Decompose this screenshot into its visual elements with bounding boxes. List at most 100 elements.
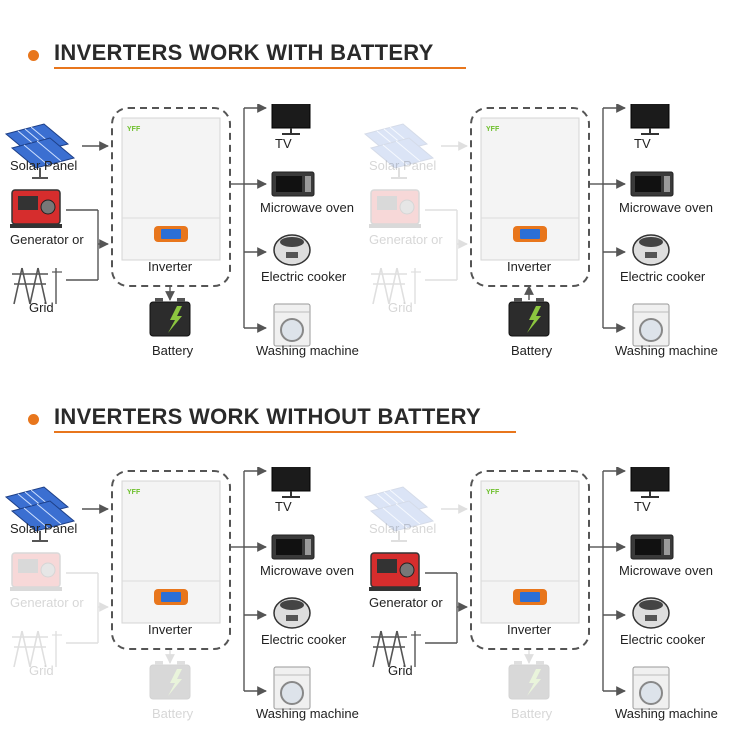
label-solar-panel: Solar Panel: [10, 158, 78, 173]
label-inverter: Inverter: [507, 622, 552, 637]
label-cooker: Electric cooker: [261, 269, 347, 284]
label-grid: Grid: [388, 663, 413, 678]
section-heading: INVERTERS WORK WITH BATTERY: [54, 40, 434, 65]
label-generator: Generator or: [369, 232, 443, 247]
label-grid: Grid: [388, 300, 413, 315]
brand-logo: YFF: [127, 126, 141, 133]
label-washer: Washing machine: [615, 343, 718, 358]
label-solar-panel: Solar Panel: [10, 521, 78, 536]
label-washer: Washing machine: [256, 706, 359, 721]
label-tv: TV: [634, 136, 651, 151]
microwave-icon: [271, 171, 315, 197]
label-microwave: Microwave oven: [619, 200, 713, 215]
input-connector: [66, 572, 109, 644]
output-bus: [589, 104, 626, 333]
output-bus: [230, 467, 267, 696]
label-tv: TV: [275, 136, 292, 151]
microwave-icon: [630, 171, 674, 197]
label-grid: Grid: [29, 663, 54, 678]
cooker-icon: [273, 597, 311, 629]
tv-icon: [271, 467, 311, 498]
label-generator: Generator or: [10, 595, 84, 610]
input-connector: [66, 209, 109, 281]
label-grid: Grid: [29, 300, 54, 315]
label-tv: TV: [275, 499, 292, 514]
label-inverter: Inverter: [148, 259, 193, 274]
label-solar-panel: Solar Panel: [369, 158, 437, 173]
inverter-icon: [121, 117, 221, 261]
generator-icon: [10, 552, 62, 591]
battery-icon: [149, 661, 191, 700]
label-cooker: Electric cooker: [261, 632, 347, 647]
label-inverter: Inverter: [148, 622, 193, 637]
section-heading: INVERTERS WORK WITHOUT BATTERY: [54, 404, 481, 429]
bullet-dot-icon: [28, 414, 39, 425]
output-bus: [589, 467, 626, 696]
power-tower-icon: [12, 267, 62, 305]
washing-machine-icon: [273, 666, 311, 710]
brand-logo: YFF: [127, 489, 141, 496]
cooker-icon: [273, 234, 311, 266]
output-bus: [230, 104, 267, 333]
label-battery: Battery: [152, 706, 194, 721]
inverter-icon: [121, 480, 221, 624]
brand-logo: YFF: [486, 126, 500, 133]
washing-machine-icon: [632, 666, 670, 710]
battery-icon: [508, 298, 550, 337]
microwave-icon: [271, 534, 315, 560]
label-cooker: Electric cooker: [620, 632, 706, 647]
heading-underline: [54, 431, 516, 433]
solar-panel-icon: [4, 486, 76, 542]
label-microwave: Microwave oven: [260, 563, 354, 578]
microwave-icon: [630, 534, 674, 560]
heading-underline: [54, 67, 466, 69]
inverter-icon: [480, 117, 580, 261]
bullet-dot-icon: [28, 50, 39, 61]
brand-logo: YFF: [486, 489, 500, 496]
label-generator: Generator or: [10, 232, 84, 247]
power-tower-icon: [371, 630, 421, 668]
label-generator: Generator or: [369, 595, 443, 610]
inverter-icon: [480, 480, 580, 624]
tv-icon: [630, 467, 670, 498]
tv-icon: [630, 104, 670, 135]
diagram-panel-with-battery-grid: Solar Panel Generator or Grid Inverter B…: [0, 104, 360, 364]
cooker-icon: [632, 234, 670, 266]
label-microwave: Microwave oven: [619, 563, 713, 578]
label-inverter: Inverter: [507, 259, 552, 274]
inverter-boundary: [470, 470, 590, 650]
label-cooker: Electric cooker: [620, 269, 706, 284]
label-solar-panel: Solar Panel: [369, 521, 437, 536]
label-washer: Washing machine: [256, 343, 359, 358]
label-battery: Battery: [152, 343, 194, 358]
washing-machine-icon: [632, 303, 670, 347]
diagram-panel-without-battery-generator-grid: Solar Panel Generator or Grid Inverter B…: [359, 467, 719, 727]
battery-icon: [508, 661, 550, 700]
diagram-svg: [4, 104, 315, 347]
power-tower-icon: [371, 267, 421, 305]
diagram-svg: [363, 467, 674, 710]
washing-machine-icon: [273, 303, 311, 347]
cooker-icon: [632, 597, 670, 629]
label-microwave: Microwave oven: [260, 200, 354, 215]
solar-panel-icon: [363, 486, 435, 542]
label-battery: Battery: [511, 343, 553, 358]
label-battery: Battery: [511, 706, 553, 721]
label-tv: TV: [634, 499, 651, 514]
generator-icon: [10, 189, 62, 228]
inverter-boundary: [111, 107, 231, 287]
label-washer: Washing machine: [615, 706, 718, 721]
power-tower-icon: [12, 630, 62, 668]
tv-icon: [271, 104, 311, 135]
solar-panel-icon: [363, 123, 435, 179]
battery-icon: [149, 298, 191, 337]
solar-panel-icon: [4, 123, 76, 179]
generator-icon: [369, 552, 421, 591]
diagram-panel-without-battery-solar: Solar Panel Generator or Grid Inverter B…: [0, 467, 360, 727]
input-connector: [425, 572, 468, 644]
generator-icon: [369, 189, 421, 228]
diagram-svg: [4, 467, 315, 710]
input-connector: [425, 209, 468, 281]
diagram-panel-with-battery-only: Solar Panel Generator or Grid Inverter B…: [359, 104, 719, 364]
diagram-svg: [363, 104, 674, 347]
